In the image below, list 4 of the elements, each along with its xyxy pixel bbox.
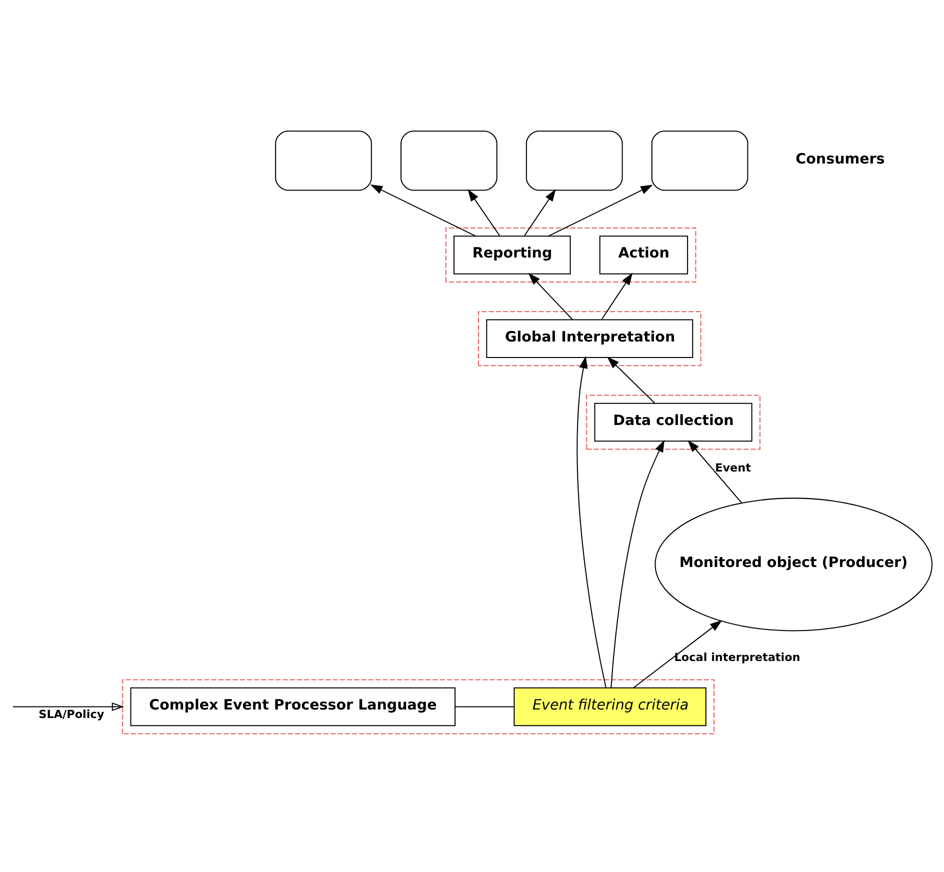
edge-label: SLA/Policy bbox=[38, 707, 104, 720]
edge-label: Event bbox=[715, 460, 751, 474]
edge-label: Local interpretation bbox=[674, 650, 800, 664]
label: Consumers bbox=[796, 150, 885, 167]
